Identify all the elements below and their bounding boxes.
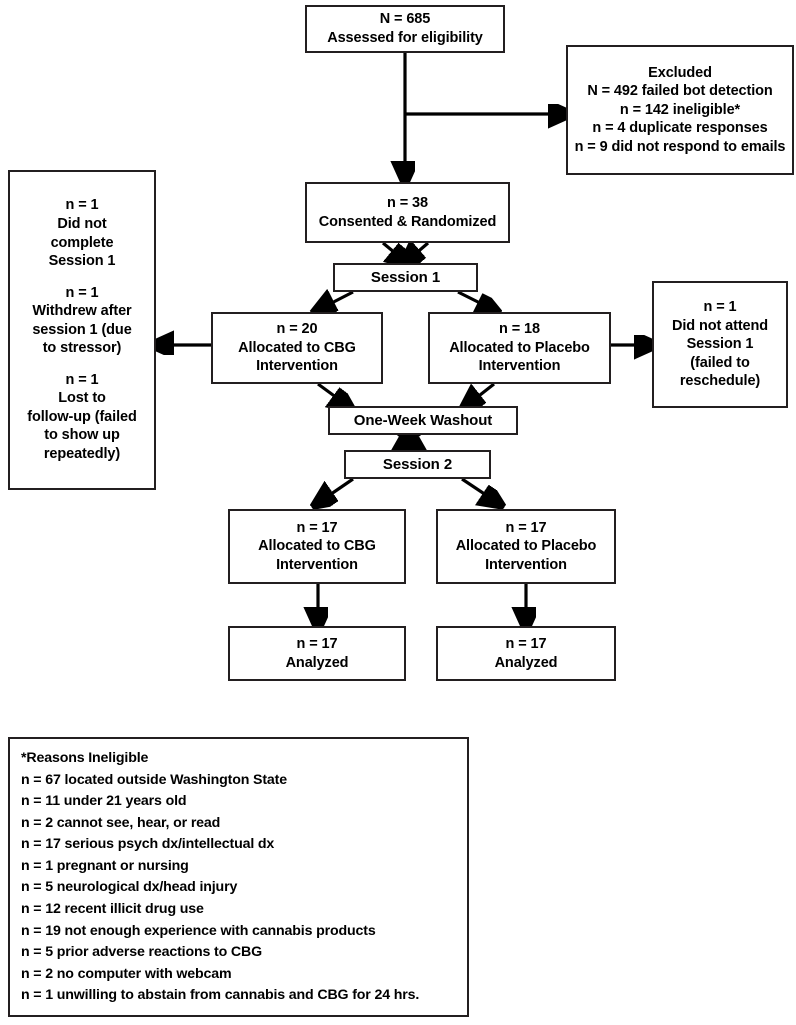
legend-row: n = 1 unwilling to abstain from cannabis… — [21, 987, 420, 1004]
alloc-cbg-s1-l2: Allocated to CBG — [238, 339, 356, 356]
left-attrition-g3-l4: to show up — [44, 427, 120, 444]
left-attrition-g2-l2: Withdrew after — [32, 303, 132, 320]
alloc-cbg-s1-l3: Intervention — [256, 358, 338, 375]
legend-row: n = 2 cannot see, hear, or read — [21, 814, 221, 831]
connector-consented-to-session1-left — [381, 241, 406, 262]
alloc-cbg-s2-l2: Allocated to CBG — [258, 538, 376, 555]
analyzed-cbg-label: Analyzed — [285, 654, 349, 671]
legend-row: n = 17 serious psych dx/intellectual dx — [21, 836, 275, 853]
excluded-title: Excluded — [648, 64, 712, 81]
alloc-placebo-s2-l2: Allocated to Placebo — [455, 538, 597, 555]
connector-placebo-to-washout — [466, 384, 495, 406]
legend-row: n = 5 neurological dx/head injury — [21, 879, 238, 896]
left-attrition-g2-l3: session 1 (due — [32, 321, 132, 338]
left-attrition-g3-count: n = 1 — [65, 371, 99, 388]
node-session-1: Session 1 — [333, 263, 478, 292]
legend-reasons-ineligible: *Reasons Ineligible n = 67 located outsi… — [8, 737, 469, 1017]
alloc-placebo-s1-l2: Allocated to Placebo — [449, 339, 590, 356]
right-attrition-l5: reschedule) — [679, 373, 761, 390]
washout-label: One-Week Washout — [353, 411, 493, 429]
assessed-count: N = 685 — [379, 11, 431, 28]
connector-washout-to-session2-b — [398, 434, 421, 450]
node-analyzed-cbg: n = 17 Analyzed — [228, 626, 406, 681]
node-assessed-for-eligibility: N = 685 Assessed for eligibility — [305, 5, 505, 53]
left-attrition-g3-l3: follow-up (failed — [27, 408, 137, 425]
legend-row: n = 2 no computer with webcam — [21, 965, 232, 982]
connector-washout-to-session2-a — [398, 434, 420, 450]
node-one-week-washout: One-Week Washout — [328, 406, 518, 435]
session-2-label: Session 2 — [382, 455, 453, 473]
legend-heading: *Reasons Ineligible — [21, 750, 149, 766]
left-attrition-g1-l2: Did not — [57, 215, 107, 232]
alloc-placebo-s1-l3: Intervention — [478, 358, 561, 375]
connector-session1-to-cbg — [318, 292, 354, 310]
legend-row: n = 67 located outside Washington State — [21, 771, 287, 788]
left-attrition-g1-count: n = 1 — [65, 197, 99, 214]
node-left-attrition: n = 1 Did not complete Session 1 n = 1 W… — [8, 170, 156, 490]
connector-session1-to-placebo — [457, 290, 494, 310]
left-attrition-g3-l5: repeatedly) — [43, 446, 121, 462]
node-right-attrition: n = 1 Did not attend Session 1 (failed t… — [652, 281, 788, 408]
node-allocated-placebo-session2: n = 17 Allocated to Placebo Intervention — [436, 509, 616, 584]
analyzed-placebo-label: Analyzed — [494, 654, 558, 671]
legend-row: n = 19 not enough experience with cannab… — [21, 922, 376, 939]
left-attrition-g2-l4: to stressor) — [42, 340, 122, 357]
excluded-no-response: n = 9 did not respond to emails — [574, 138, 786, 155]
left-attrition-g1-l3: complete — [50, 234, 114, 251]
alloc-cbg-s2-count: n = 17 — [296, 519, 338, 536]
node-analyzed-placebo: n = 17 Analyzed — [436, 626, 616, 681]
legend-row: n = 11 under 21 years old — [21, 793, 187, 810]
analyzed-placebo-count: n = 17 — [505, 635, 547, 652]
node-allocated-cbg-session2: n = 17 Allocated to CBG Intervention — [228, 509, 406, 584]
node-allocated-cbg-session1: n = 20 Allocated to CBG Intervention — [211, 312, 383, 384]
legend-row: n = 5 prior adverse reactions to CBG — [21, 944, 262, 961]
node-consented-randomized: n = 38 Consented & Randomized — [305, 182, 510, 243]
consented-count: n = 38 — [387, 194, 428, 211]
connector-session2-to-placebo-s2 — [461, 477, 498, 503]
node-session-2: Session 2 — [344, 450, 491, 479]
connector-consented-to-session1-right — [406, 243, 430, 262]
node-allocated-placebo-session1: n = 18 Allocated to Placebo Intervention — [428, 312, 611, 384]
right-attrition-count: n = 1 — [703, 299, 737, 316]
session-1-label: Session 1 — [370, 268, 441, 286]
alloc-cbg-s2-l3: Intervention — [276, 556, 358, 573]
consented-label: Consented & Randomized — [318, 213, 497, 230]
assessed-label: Assessed for eligibility — [327, 30, 483, 46]
alloc-placebo-s2-count: n = 17 — [505, 519, 547, 536]
analyzed-cbg-count: n = 17 — [296, 635, 338, 652]
left-attrition-g3-l2: Lost to — [58, 390, 106, 407]
right-attrition-l3: Session 1 — [686, 336, 754, 353]
alloc-cbg-s1-count: n = 20 — [276, 321, 318, 338]
excluded-duplicate: n = 4 duplicate responses — [592, 120, 768, 137]
legend-row: n = 12 recent illicit drug use — [21, 901, 204, 918]
left-attrition-g1-l4: Session 1 — [48, 253, 116, 270]
legend-row: n = 1 pregnant or nursing — [21, 857, 189, 874]
left-attrition-g2-count: n = 1 — [65, 284, 99, 301]
connector-session2-to-cbg-s2 — [318, 477, 354, 503]
right-attrition-l4: (failed to — [690, 354, 750, 371]
right-attrition-l2: Did not attend — [671, 317, 769, 334]
connector-cbg-to-washout — [317, 382, 348, 406]
alloc-placebo-s2-l3: Intervention — [485, 556, 567, 573]
alloc-placebo-s1-count: n = 18 — [499, 321, 540, 338]
node-excluded: Excluded N = 492 failed bot detection n … — [566, 45, 794, 175]
excluded-ineligible: n = 142 ineligible* — [619, 101, 741, 118]
excluded-bot-detection: N = 492 failed bot detection — [587, 83, 773, 100]
